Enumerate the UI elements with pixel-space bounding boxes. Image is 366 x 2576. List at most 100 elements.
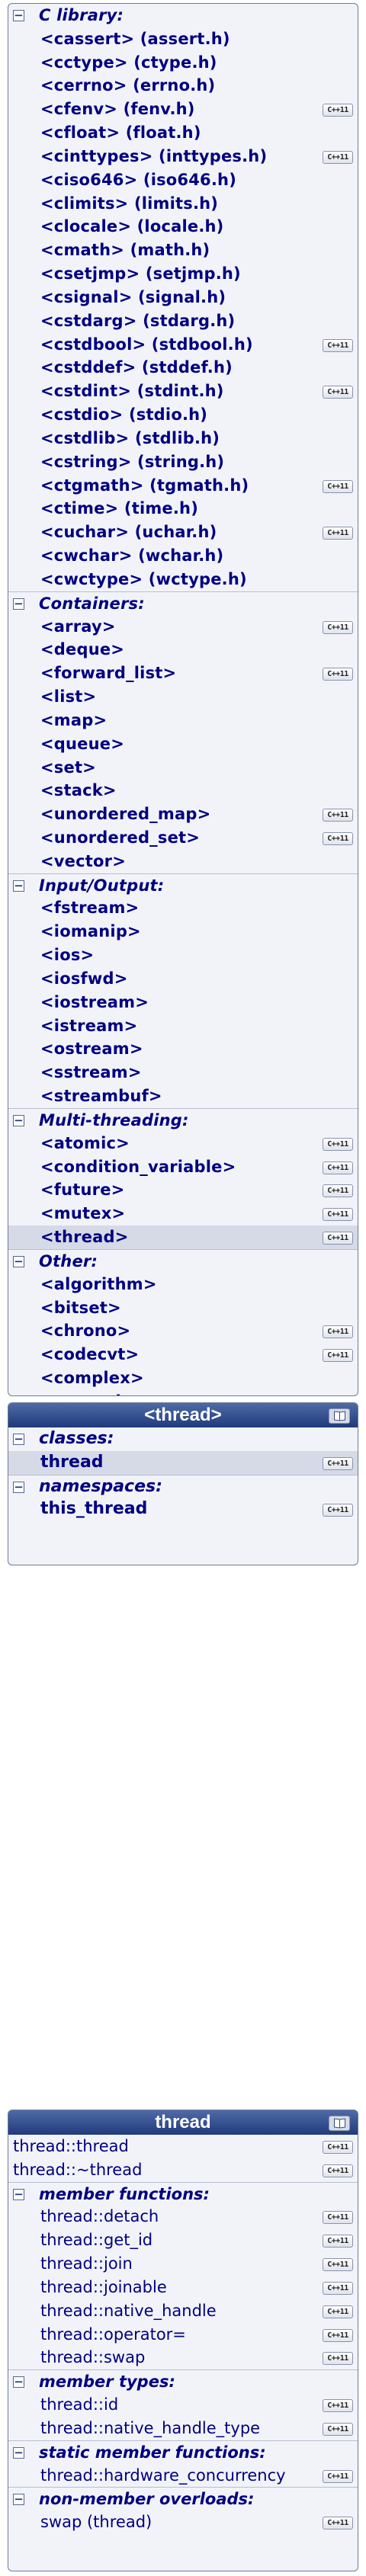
category-label: static member functions: [39, 2443, 266, 2462]
nav-item-cuchar-uchar-h[interactable]: <cuchar> (uchar.h)C++11 [8, 521, 358, 544]
category-member-types[interactable]: −member types: [8, 2369, 358, 2393]
nav-item-cwchar-wchar-h[interactable]: <cwchar> (wchar.h) [8, 544, 358, 568]
minus-icon[interactable]: − [13, 1113, 24, 1127]
nav-item-future[interactable]: <future>C++11 [8, 1178, 358, 1202]
nav-item-array[interactable]: <array>C++11 [8, 615, 358, 639]
nav-item-complex[interactable]: <complex> [8, 1366, 358, 1390]
nav-item-atomic[interactable]: <atomic>C++11 [8, 1132, 358, 1155]
version-badge: C++11 [323, 2422, 353, 2436]
minus-icon[interactable]: − [13, 2187, 24, 2201]
nav-item-ctgmath-tgmath-h[interactable]: <ctgmath> (tgmath.h)C++11 [8, 474, 358, 498]
nav-item-cstdio-stdio-h[interactable]: <cstdio> (stdio.h) [8, 403, 358, 427]
nav-item-cwctype-wctype-h[interactable]: <cwctype> (wctype.h) [8, 568, 358, 591]
nav-item-queue[interactable]: <queue> [8, 732, 358, 756]
nav-item-iomanip[interactable]: <iomanip> [8, 920, 358, 944]
nav-item-cmath-math-h[interactable]: <cmath> (math.h) [8, 239, 358, 262]
nav-item-cassert-assert-h[interactable]: <cassert> (assert.h) [8, 27, 358, 51]
nav-item-unordered-map[interactable]: <unordered_map>C++11 [8, 803, 358, 826]
minus-icon[interactable]: − [13, 8, 24, 22]
nav-item-chrono[interactable]: <chrono>C++11 [8, 1319, 358, 1343]
nav-item-cstdbool-stdbool-h[interactable]: <cstdbool> (stdbool.h)C++11 [8, 333, 358, 357]
version-badge: C++11 [323, 2235, 353, 2248]
nav-item-set[interactable]: <set> [8, 756, 358, 780]
category-multi-threading[interactable]: −Multi-threading: [8, 1107, 358, 1132]
category-input-output[interactable]: −Input/Output: [8, 873, 358, 897]
category-static-member-functions[interactable]: − static member functions: [8, 2440, 358, 2464]
nav-item-climits-limits-h[interactable]: <climits> (limits.h) [8, 192, 358, 216]
minus-icon[interactable]: − [13, 878, 24, 892]
minus-icon[interactable]: − [13, 1479, 24, 1494]
nav-item-iosfwd[interactable]: <iosfwd> [8, 967, 358, 991]
category-classes[interactable]: −classes: [8, 1427, 358, 1451]
nav-item-cerrno-errno-h[interactable]: <cerrno> (errno.h) [8, 74, 358, 98]
nav-item-deque[interactable]: <deque> [8, 638, 358, 662]
nav-item-vector[interactable]: <vector> [8, 850, 358, 873]
category-member-functions[interactable]: −member functions: [8, 2181, 358, 2206]
book-icon[interactable] [329, 2116, 350, 2131]
nav-item-thread-operator[interactable]: thread::operator=C++11 [8, 2323, 358, 2347]
minus-icon[interactable]: − [13, 2492, 24, 2507]
nav-item-cstdint-stdint-h[interactable]: <cstdint> (stdint.h)C++11 [8, 380, 358, 403]
nav-item-sstream[interactable]: <sstream> [8, 1061, 358, 1085]
nav-item-exception[interactable]: <exception> [8, 1390, 358, 1395]
nav-item-condition-variable[interactable]: <condition_variable>C++11 [8, 1155, 358, 1179]
nav-item-codecvt[interactable]: <codecvt>C++11 [8, 1343, 358, 1366]
nav-item-cctype-ctype-h[interactable]: <cctype> (ctype.h) [8, 51, 358, 75]
nav-item-forward-list[interactable]: <forward_list>C++11 [8, 662, 358, 685]
minus-icon[interactable]: − [13, 2375, 24, 2389]
nav-item-unordered-set[interactable]: <unordered_set>C++11 [8, 826, 358, 850]
nav-item-bitset[interactable]: <bitset> [8, 1296, 358, 1320]
nav-item-ostream[interactable]: <ostream> [8, 1037, 358, 1061]
nav-item-cfenv-fenv-h[interactable]: <cfenv> (fenv.h)C++11 [8, 98, 358, 121]
minus-icon[interactable]: − [13, 2445, 24, 2459]
nav-item-map[interactable]: <map> [8, 709, 358, 732]
nav-item-ctime-time-h[interactable]: <ctime> (time.h) [8, 497, 358, 521]
nav-item-swap-thread[interactable]: swap (thread)C++11 [8, 2510, 358, 2534]
nav-item-label: thread::native_handle [40, 2301, 217, 2320]
book-icon[interactable] [329, 1408, 350, 1424]
nav-item-cfloat-float-h[interactable]: <cfloat> (float.h) [8, 121, 358, 145]
nav-item-cstddef-stddef-h[interactable]: <cstddef> (stddef.h) [8, 356, 358, 380]
nav-item-cstdlib-stdlib-h[interactable]: <cstdlib> (stdlib.h) [8, 427, 358, 450]
nav-item-algorithm[interactable]: <algorithm> [8, 1273, 358, 1296]
nav-item-mutex[interactable]: <mutex>C++11 [8, 1202, 358, 1226]
nav-item-csignal-signal-h[interactable]: <csignal> (signal.h) [8, 286, 358, 309]
nav-item-clocale-locale-h[interactable]: <clocale> (locale.h) [8, 215, 358, 239]
nav-item-list[interactable]: <list> [8, 685, 358, 709]
category-containers[interactable]: −Containers: [8, 591, 358, 615]
minus-icon[interactable]: − [13, 1432, 24, 1446]
nav-item-iostream[interactable]: <iostream> [8, 991, 358, 1014]
nav-item-istream[interactable]: <istream> [8, 1014, 358, 1038]
nav-item-cstring-string-h[interactable]: <cstring> (string.h) [8, 450, 358, 474]
category-namespaces[interactable]: −namespaces: [8, 1474, 358, 1498]
minus-icon[interactable]: − [13, 596, 24, 610]
minus-icon[interactable]: − [13, 1254, 24, 1268]
nav-item-streambuf[interactable]: <streambuf> [8, 1085, 358, 1108]
nav-item-ciso646-iso646-h[interactable]: <ciso646> (iso646.h) [8, 168, 358, 192]
category-c-library[interactable]: −C library: [8, 4, 358, 27]
nav-item-fstream[interactable]: <fstream> [8, 896, 358, 920]
nav-item-csetjmp-setjmp-h[interactable]: <csetjmp> (setjmp.h) [8, 262, 358, 286]
nav-item-label: <cerrno> (errno.h) [40, 76, 216, 95]
nav-item-thread[interactable]: <thread>C++11 [8, 1226, 358, 1249]
nav-item-ios[interactable]: <ios> [8, 944, 358, 967]
category-other[interactable]: −Other: [8, 1248, 358, 1273]
nav-item-stack[interactable]: <stack> [8, 779, 358, 803]
version-badge: C++11 [323, 1456, 353, 1470]
nav-item-cstdarg-stdarg-h[interactable]: <cstdarg> (stdarg.h) [8, 309, 358, 333]
nav-item-cinttypes-inttypes-h[interactable]: <cinttypes> (inttypes.h)C++11 [8, 145, 358, 168]
category-non-member-overloads[interactable]: −non-member overloads: [8, 2487, 358, 2510]
